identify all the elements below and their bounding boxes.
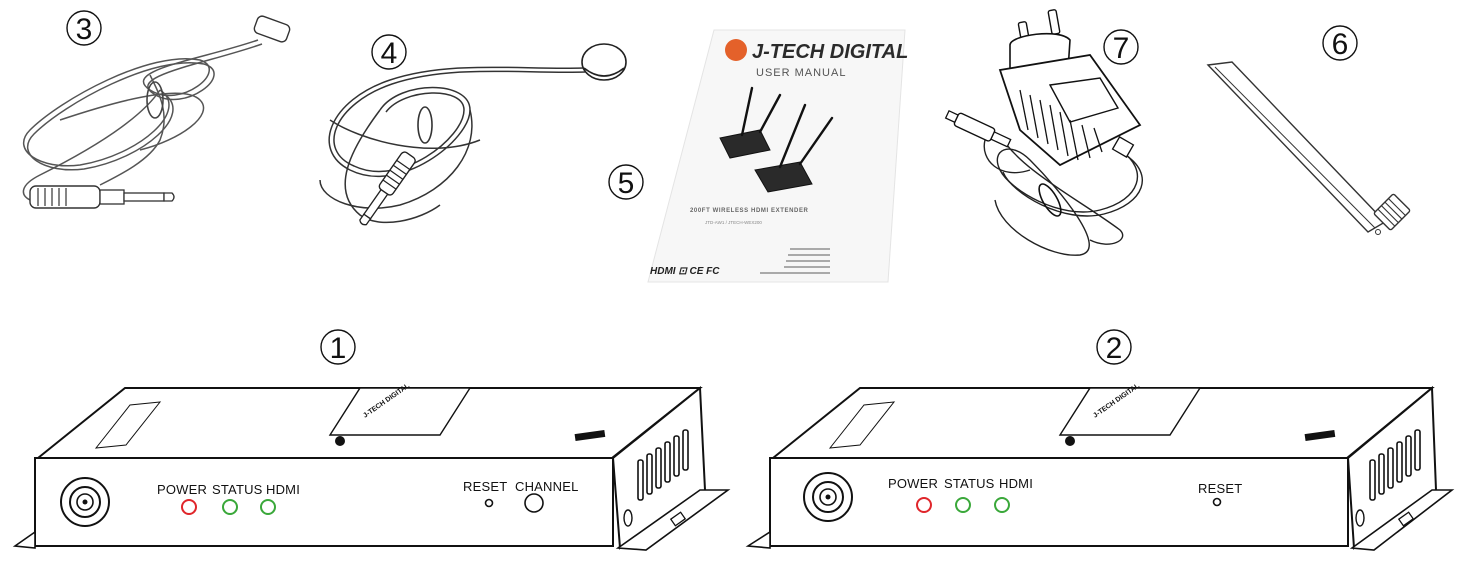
manual-model: JTD-AW1 / JTECH-WEX200 bbox=[705, 220, 762, 225]
device-2-hdmi-label: HDMI bbox=[999, 476, 1033, 491]
device-2-status-led bbox=[955, 497, 971, 513]
item-3-circle bbox=[66, 10, 102, 46]
item-6-circle bbox=[1322, 25, 1358, 61]
receiver-device: 1 J-TECH DIGITAL POW bbox=[12, 329, 731, 551]
item-5-number: 5 bbox=[618, 167, 635, 200]
item-3-number: 3 bbox=[76, 13, 93, 46]
item-7-number: 7 bbox=[1113, 32, 1130, 65]
device-2-reset-button bbox=[1212, 497, 1222, 507]
power-adapter: 7 bbox=[944, 9, 1143, 256]
device-2-status-label: STATUS bbox=[944, 476, 995, 491]
device-2-reset-label: RESET bbox=[1198, 481, 1242, 496]
device-2-power-label: POWER bbox=[888, 476, 938, 491]
manual-logo-icon bbox=[725, 39, 747, 61]
device-1-reset-button bbox=[484, 498, 494, 508]
device-1-channel-label: CHANNEL bbox=[515, 479, 579, 494]
item-4-number: 4 bbox=[381, 37, 398, 70]
item-7-circle bbox=[1103, 29, 1139, 65]
device-1-hdmi-led bbox=[260, 499, 276, 515]
device-1-power-led bbox=[181, 499, 197, 515]
device-1-power-label: POWER bbox=[157, 482, 207, 497]
transmitter-device: 2 J-TECH DIGITAL POWER STATUS HDMI RES bbox=[745, 329, 1455, 551]
device-1-channel-button bbox=[524, 493, 544, 513]
device-2-power-led bbox=[916, 497, 932, 513]
device-1-logo-icon bbox=[335, 436, 345, 446]
manual-logos: HDMI ⊡ CE FC bbox=[650, 266, 720, 277]
device-2-hdmi-led bbox=[994, 497, 1010, 513]
manual-product: 200FT WIRELESS HDMI EXTENDER bbox=[690, 208, 809, 214]
device-2-logo-icon bbox=[1065, 436, 1075, 446]
item-5-circle bbox=[608, 164, 644, 200]
item-4-circle bbox=[371, 34, 407, 70]
user-manual: 5 J-TECH DIGITAL USER MANUAL 200FT WIREL… bbox=[608, 29, 908, 283]
antenna: 6 bbox=[1206, 25, 1411, 235]
manual-title: USER MANUAL bbox=[756, 67, 846, 79]
ir-receiver-cable: 3 bbox=[22, 10, 291, 209]
item-2-number: 2 bbox=[1106, 332, 1123, 365]
manual-brand: J-TECH DIGITAL bbox=[752, 41, 908, 63]
device-1-hdmi-label: HDMI bbox=[266, 482, 300, 497]
device-1-status-label: STATUS bbox=[212, 482, 263, 497]
device-1-status-led bbox=[222, 499, 238, 515]
device-1-reset-label: RESET bbox=[463, 479, 507, 494]
item-6-number: 6 bbox=[1332, 28, 1349, 61]
item-1-circle bbox=[320, 329, 356, 365]
item-1-number: 1 bbox=[330, 332, 347, 365]
ir-blaster-cable: 4 bbox=[319, 34, 627, 226]
item-2-circle bbox=[1096, 329, 1132, 365]
